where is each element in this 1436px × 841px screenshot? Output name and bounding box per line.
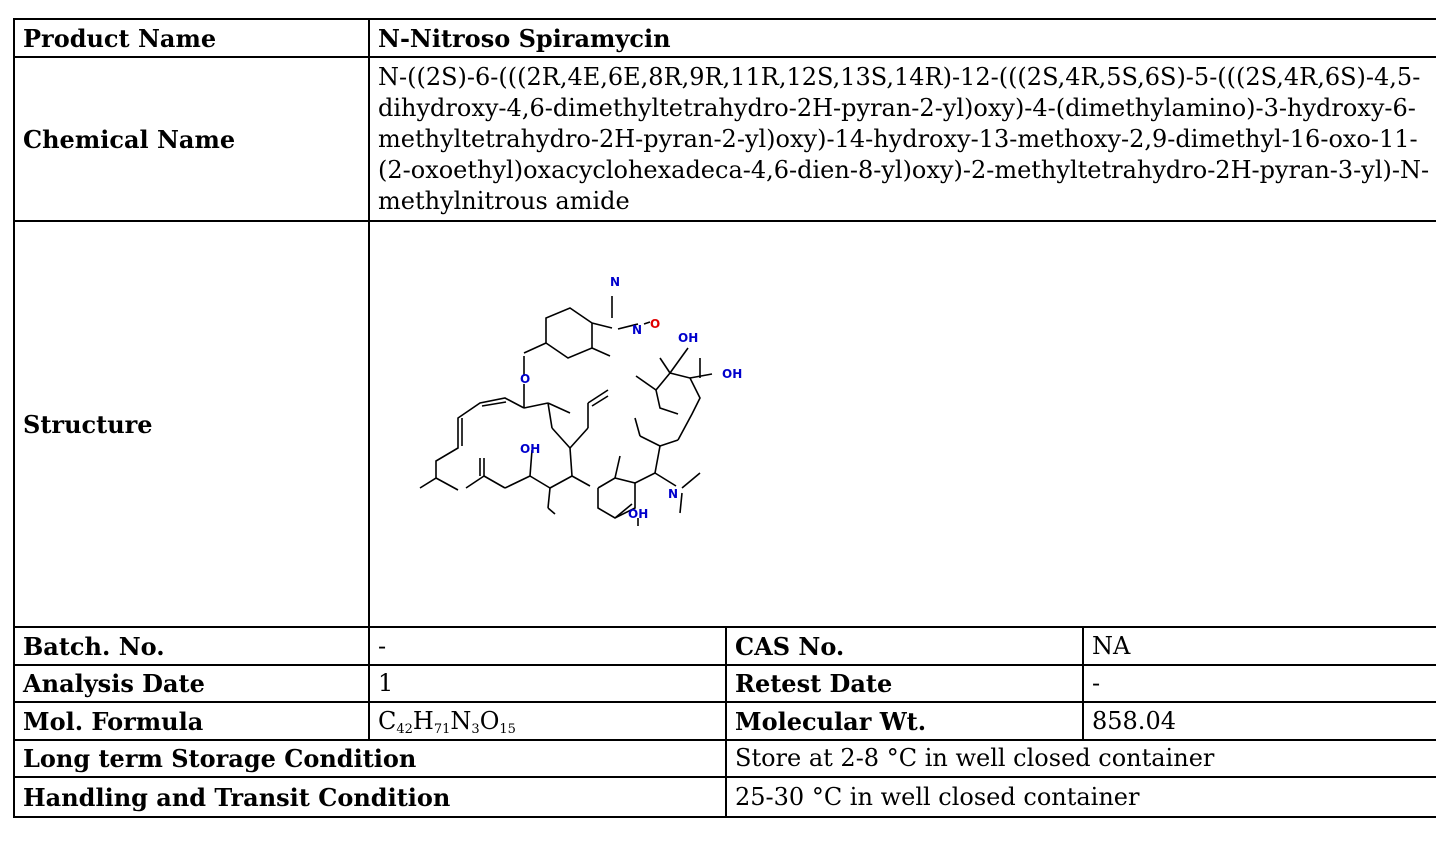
coa-table: Product Name N-Nitroso Spiramycin Chemic… [13, 18, 1436, 818]
storage-label: Long term Storage Condition [13, 739, 727, 778]
analysis-date-label: Analysis Date [13, 664, 370, 703]
cas-label: CAS No. [725, 626, 1084, 666]
product-name-value: N-Nitroso Spiramycin [367, 18, 1436, 58]
atom-label-oh3: OH [520, 442, 540, 456]
atom-label-oh2: OH [722, 367, 742, 381]
cas-value: NA [1081, 626, 1436, 666]
mol-formula-value: C42H71N3O15 [368, 701, 727, 741]
mol-wt-value: 858.04 [1081, 701, 1436, 741]
row-chemical-name: Chemical Name N-((2S)-6-(((2R,4E,6E,8R,9… [13, 56, 1436, 222]
row-handling: Handling and Transit Condition 25-30 °C … [13, 776, 1436, 818]
batch-value: - [368, 626, 727, 666]
storage-value: Store at 2-8 °C in well closed container [724, 739, 1436, 778]
batch-label: Batch. No. [13, 626, 370, 666]
atom-label-oh4: OH [628, 507, 648, 521]
atom-label-o-nitroso: O [650, 317, 660, 331]
row-batch-cas: Batch. No. - CAS No. NA [13, 626, 1436, 666]
structure-cell: N N O OH OH OH OH N O [367, 220, 1436, 628]
mol-wt-label: Molecular Wt. [725, 701, 1084, 741]
handling-label: Handling and Transit Condition [13, 776, 727, 818]
atom-label-oh1: OH [678, 331, 698, 345]
atom-label-n2: N [632, 323, 642, 337]
analysis-date-value: 1 [368, 664, 727, 703]
handling-value: 25-30 °C in well closed container [724, 776, 1436, 818]
row-product-name: Product Name N-Nitroso Spiramycin [13, 18, 1436, 58]
atom-label-n1: N [610, 275, 620, 289]
atom-label-o: O [520, 372, 530, 386]
chemical-name-label: Chemical Name [13, 56, 370, 222]
atom-label-n-dimethyl: N [668, 487, 678, 501]
product-name-label: Product Name [13, 18, 370, 58]
row-dates: Analysis Date 1 Retest Date - [13, 664, 1436, 703]
row-storage: Long term Storage Condition Store at 2-8… [13, 739, 1436, 778]
mol-formula-label: Mol. Formula [13, 701, 370, 741]
structure-label: Structure [13, 220, 370, 628]
retest-date-value: - [1081, 664, 1436, 703]
chemical-name-value: N-((2S)-6-(((2R,4E,6E,8R,9R,11R,12S,13S,… [367, 56, 1436, 222]
chemical-structure-image: N N O OH OH OH OH N O [419, 275, 742, 526]
retest-date-label: Retest Date [725, 664, 1084, 703]
row-formula-weight: Mol. Formula C42H71N3O15 Molecular Wt. 8… [13, 701, 1436, 741]
row-structure: Structure [13, 220, 1436, 628]
